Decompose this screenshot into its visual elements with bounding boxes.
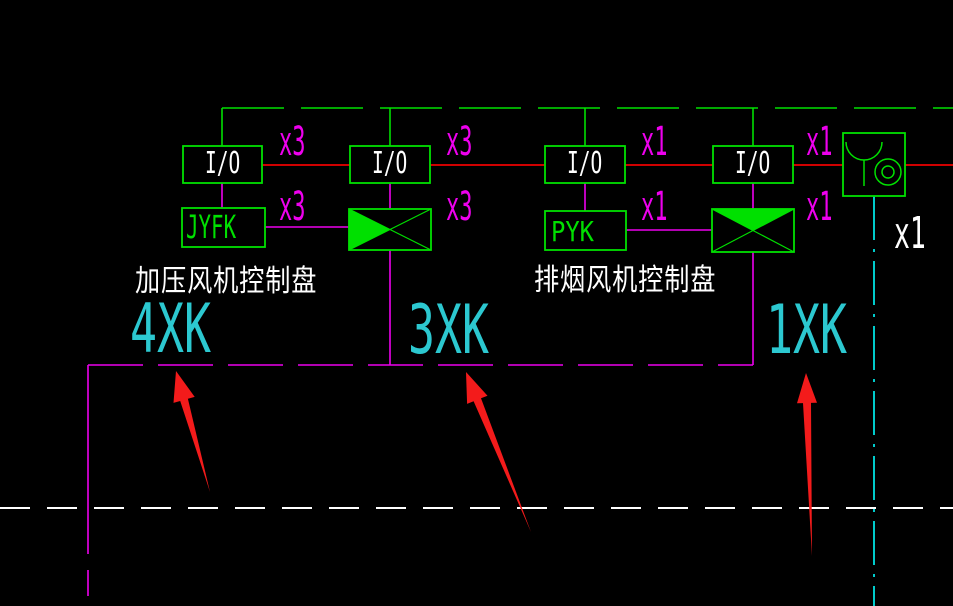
fire-damper-icon	[348, 208, 432, 251]
wire-count-label: x1	[806, 184, 833, 230]
annotation-arrow	[173, 371, 210, 492]
wire-count-label: x3	[279, 184, 306, 230]
annotation-arrow	[797, 373, 817, 556]
io-module-label: I/O	[205, 146, 241, 181]
circuit-label-3xk: 3XK	[408, 291, 490, 370]
io-module-label: I/O	[567, 146, 603, 181]
pressurization-fan-panel-label: 加压风机控制盘	[135, 264, 318, 299]
circuit-label-4xk: 4XK	[130, 290, 212, 369]
wire-count-label: x3	[279, 119, 306, 165]
pyk-module-box	[544, 210, 627, 251]
circuit-label-1xk: 1XK	[766, 291, 848, 370]
io-module-box	[349, 145, 431, 184]
wire-count-label: x3	[446, 184, 473, 230]
io-module-box	[182, 145, 263, 184]
jyfk-module-box	[181, 207, 266, 248]
smoke-exhaust-fan-panel-label: 排烟风机控制盘	[534, 263, 717, 298]
io-module-box	[712, 145, 794, 184]
jyfk-module-label: JYFK	[186, 208, 237, 246]
alarm-wire-count-label: x1	[894, 208, 926, 259]
wire-count-label: x3	[446, 119, 473, 165]
pyk-module-label: PYK	[551, 215, 594, 248]
wire-count-label: x1	[806, 119, 833, 165]
annotation-arrow	[466, 372, 531, 532]
io-module-label: I/O	[735, 146, 771, 181]
io-module-label: I/O	[372, 146, 408, 181]
wire-count-label: x1	[641, 184, 668, 230]
fire-damper-icon	[711, 208, 795, 253]
alarm-sounder-icon	[842, 132, 906, 197]
wire-count-label: x1	[641, 119, 668, 165]
io-module-box	[544, 145, 626, 184]
